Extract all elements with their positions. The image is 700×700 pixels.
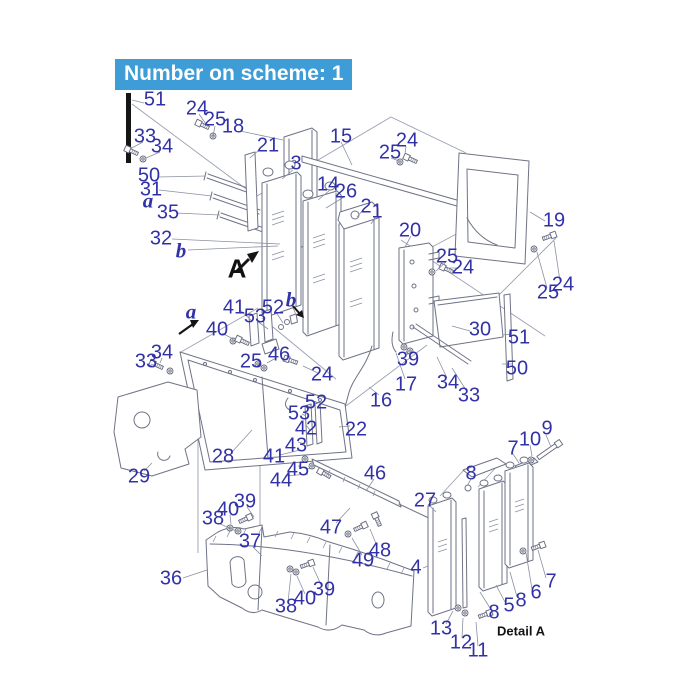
side-plate xyxy=(113,381,202,477)
core-seal-strip xyxy=(461,517,468,609)
clip-cluster xyxy=(229,308,298,348)
radiator-core-middle xyxy=(302,181,342,337)
filler-cap xyxy=(350,210,360,220)
datum-arrow-b xyxy=(292,305,304,318)
radiator-core-front xyxy=(337,201,380,361)
bracket-strips xyxy=(284,397,333,481)
small-core-middle xyxy=(478,474,508,592)
small-core-right xyxy=(504,456,534,569)
side-bracket xyxy=(398,242,440,345)
bottom-panel xyxy=(205,524,415,636)
seal-strip xyxy=(126,93,131,163)
side-strip xyxy=(244,151,259,232)
scheme-number-banner: Number on scheme: 1 xyxy=(115,59,353,90)
lower-rail xyxy=(311,458,434,538)
radiator-core-rear xyxy=(261,160,302,318)
small-core-left xyxy=(427,491,457,617)
net-and-bolt xyxy=(254,338,299,372)
lower-right-panel xyxy=(391,292,514,382)
detail-a-assembly xyxy=(427,438,564,621)
long-bolt xyxy=(536,438,564,461)
leader-lines xyxy=(129,99,561,647)
datum-arrow-a xyxy=(178,320,199,335)
view-arrow-a-large xyxy=(234,251,259,274)
shroud-frame xyxy=(454,152,530,265)
